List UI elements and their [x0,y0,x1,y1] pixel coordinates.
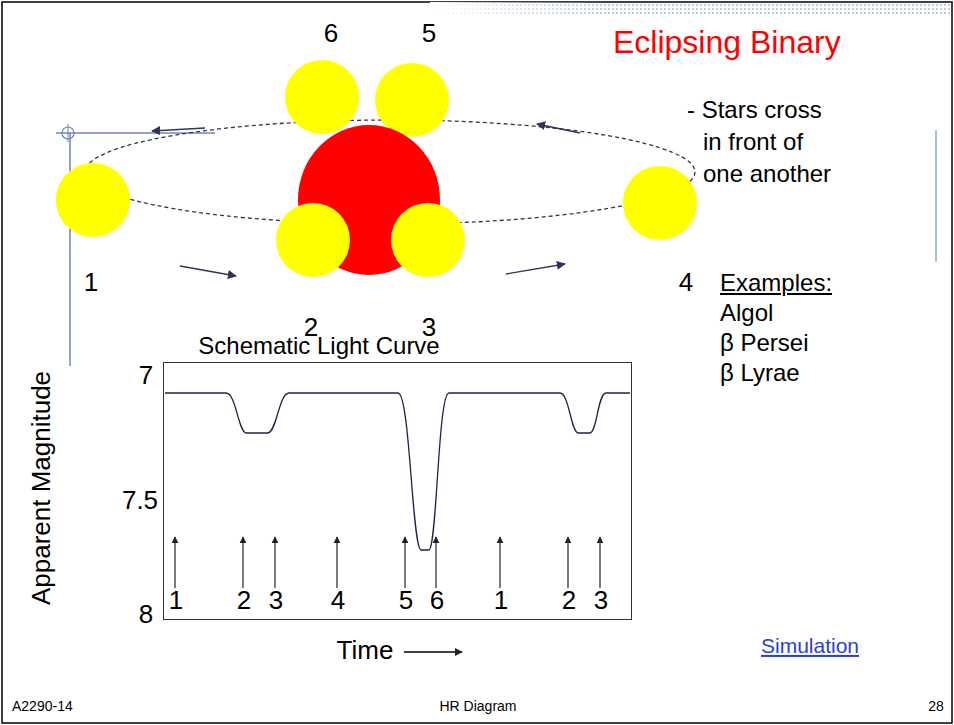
orbit-arrow [180,266,236,276]
position-number: 5 [422,19,436,49]
phase-number: 4 [331,586,345,616]
slide-title: Eclipsing Binary [613,24,841,61]
phase-arrows [175,537,600,588]
phase-number: 2 [562,586,576,616]
phase-number: 1 [494,586,508,616]
example-star: β Lyrae [720,359,800,387]
phase-number: 3 [269,586,283,616]
position-number: 4 [679,268,693,298]
orbit-arrow [537,124,580,133]
phase-arrow [499,537,500,588]
phase-arrow [274,537,275,588]
phase-number: 2 [237,586,251,616]
footer-code: A2290-14 [12,698,73,714]
footer-title: HR Diagram [439,698,516,714]
template-rule [935,130,937,262]
phase-arrow [567,537,568,588]
page-number: 28 [928,698,944,714]
phase-number: 3 [594,586,608,616]
position-number: 1 [84,268,98,298]
phase-arrow [599,537,600,588]
tick-label: 7.5 [122,486,158,516]
example-star: β Persei [720,329,809,357]
axis-title: Time [337,636,394,666]
bullet-text: - Stars cross in front of one another [687,94,841,190]
position-number: 6 [324,19,338,49]
phase-number: 1 [169,586,183,616]
companion-star [285,60,359,134]
axis-title: Apparent Magnitude [27,371,57,605]
phase-arrow [404,537,405,588]
tick-label: 8 [139,600,153,630]
header-band-fade [430,2,952,15]
light-curve [165,393,630,550]
phase-arrow [435,537,436,588]
example-star: Algol [720,299,773,327]
orbit-arrow [506,264,565,274]
companion-star [375,63,449,137]
companion-star [56,163,130,237]
phase-arrow [174,537,175,588]
examples-heading: Examples: [720,269,832,297]
phase-arrow [336,537,337,588]
header-band [430,2,952,15]
plot-frame: Schematic Light Curve123456123 [163,362,632,620]
companion-star [276,203,350,277]
companion-star [391,203,465,277]
template-crosshair [68,124,69,142]
phase-number: 6 [430,586,444,616]
time-arrow [404,651,462,652]
tick-label: 7 [139,361,153,391]
orbit-arrow [152,128,205,131]
phase-arrow [242,537,243,588]
template-rule [69,133,71,366]
simulation-link: Simulation [761,634,859,658]
companion-star [623,166,697,240]
phase-number: 5 [399,586,413,616]
plot-title: Schematic Light Curve [198,332,439,360]
